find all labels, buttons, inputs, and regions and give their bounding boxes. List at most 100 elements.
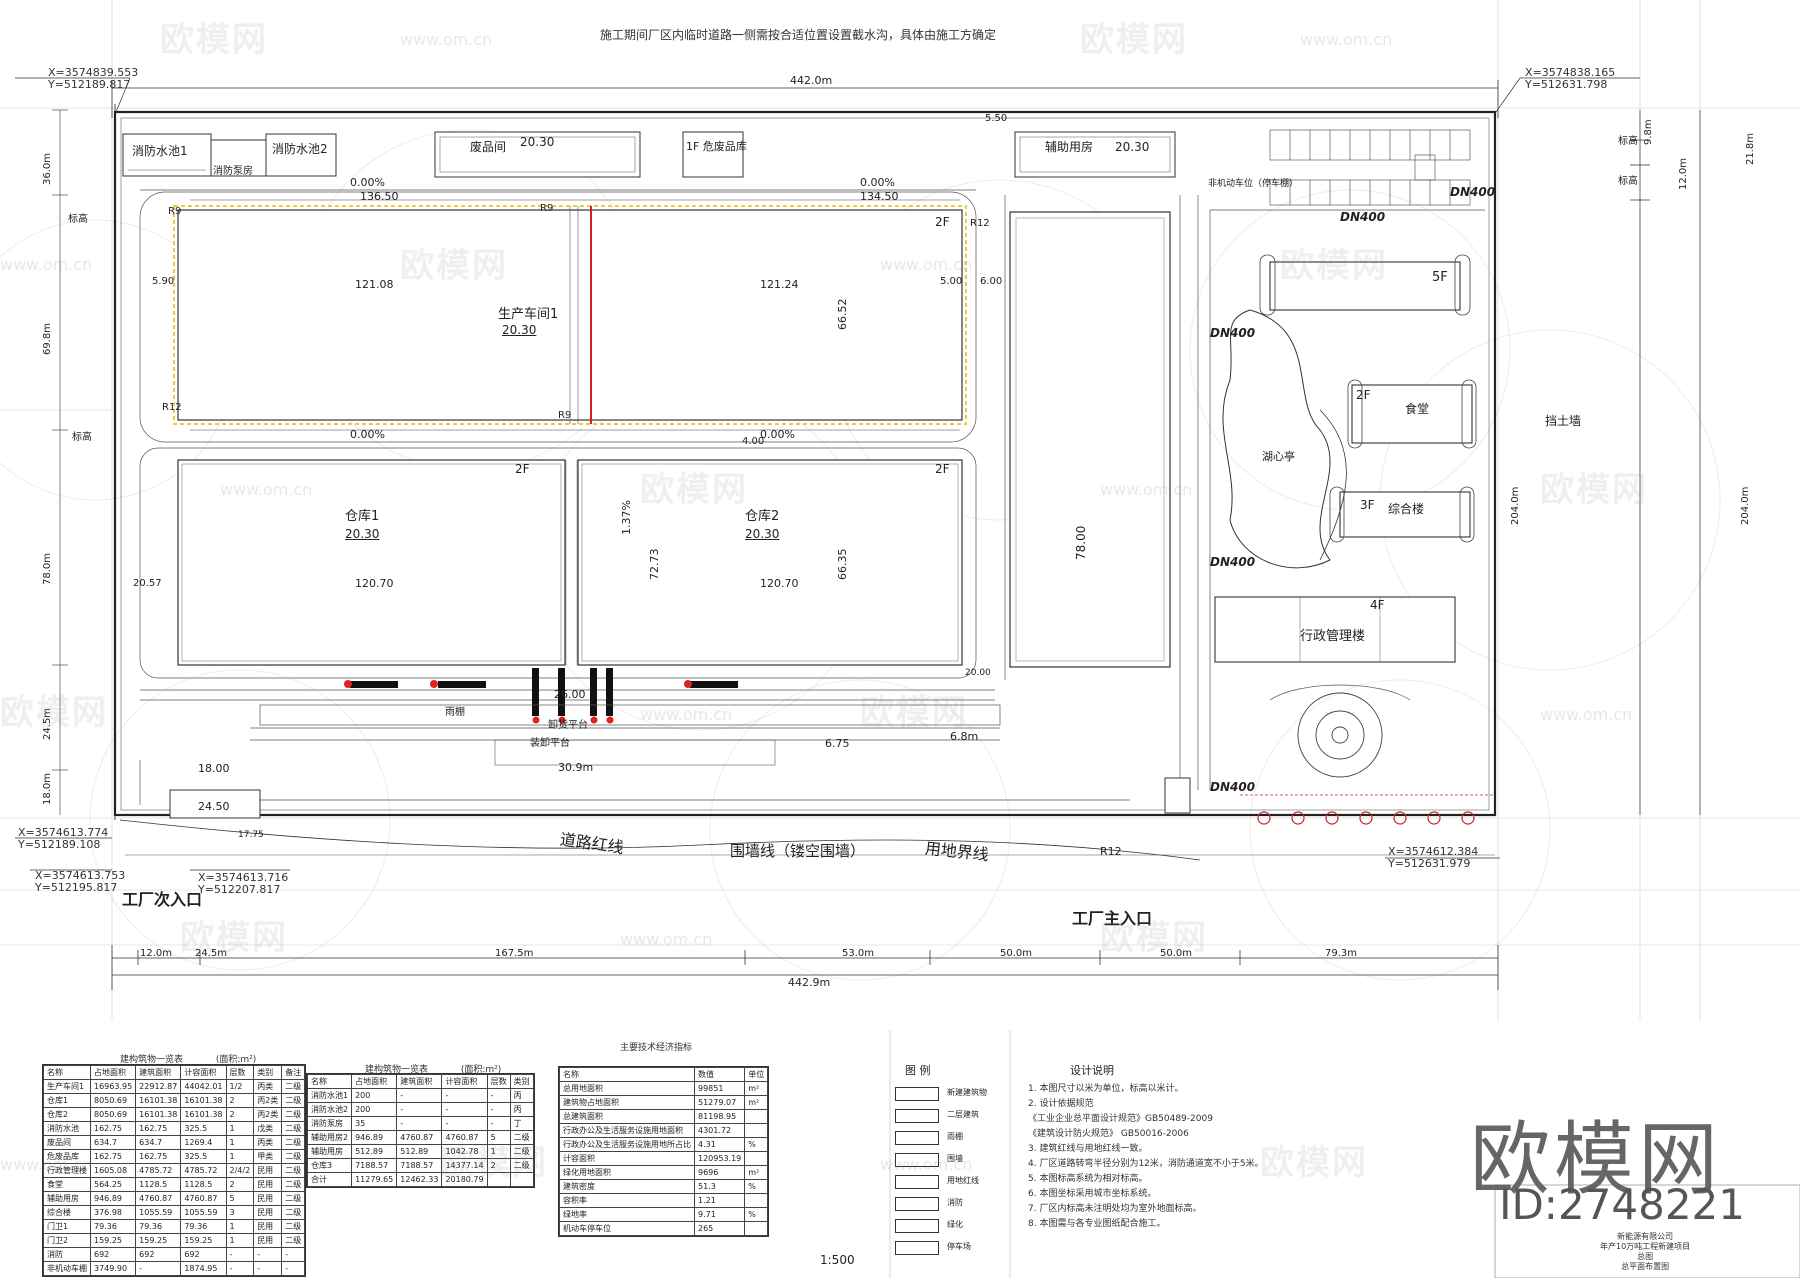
table-cell: - — [441, 1102, 488, 1117]
table-cell: 3749.90 — [89, 1261, 137, 1276]
hazard-store-label: 1F 危废品库 — [686, 140, 747, 153]
table-cell: 4785.72 — [180, 1163, 227, 1178]
table-cell: 二级 — [281, 1219, 306, 1234]
table-cell: 二级 — [281, 1191, 306, 1206]
legend-label: 围墙 — [947, 1154, 963, 1163]
table-cell: 692 — [180, 1247, 227, 1262]
coord-y: Y=512631.798 — [1525, 78, 1608, 91]
table-cell — [744, 1123, 769, 1138]
table-cell: 二级 — [281, 1205, 306, 1220]
table-cell: 1055.59 — [135, 1205, 182, 1220]
legend-swatch — [895, 1219, 939, 1233]
table-cell: 民用 — [253, 1177, 283, 1192]
table1-title-text: 建构筑物一览表 — [120, 1055, 184, 1065]
table-cell: - — [281, 1247, 306, 1262]
note-line: 《工业企业总平面设计规范》GB50489-2009 — [1028, 1114, 1213, 1124]
lake-label: 湖心亭 — [1262, 450, 1295, 463]
table-cell: 9696 — [693, 1165, 746, 1180]
admin-label: 行政管理楼 — [1300, 629, 1366, 644]
watermark-url-2: www.om.cn — [1300, 30, 1393, 49]
table-cell — [744, 1193, 769, 1208]
table-cell: 二级 — [281, 1107, 306, 1122]
waste-room-level: 20.30 — [520, 135, 555, 149]
warehouse-1-level: 20.30 — [345, 527, 380, 541]
table-cell: 机动车停车位 — [559, 1221, 695, 1236]
legend-swatch — [895, 1175, 939, 1189]
brand-logo: 欧模网 — [1470, 1113, 1722, 1206]
table-cell: 二级 — [281, 1163, 306, 1178]
coord-bottom-left-3: X=3574613.716 Y=512207.817 — [198, 872, 288, 896]
table-cell: 类别 — [509, 1074, 534, 1089]
radius-r12-c: R12 — [1100, 845, 1122, 858]
dim-120-70-a: 120.70 — [355, 577, 394, 590]
table-cell: 二级 — [281, 1079, 306, 1094]
dim-17-75: 17.75 — [238, 830, 264, 840]
table-cell: 二级 — [281, 1233, 306, 1248]
table-cell: 11279.65 — [351, 1172, 398, 1187]
dim-right-3: 21.8m — [1745, 132, 1756, 165]
legend-label: 绿化 — [947, 1220, 963, 1229]
table-cell: 仓库2 — [43, 1107, 91, 1122]
radius-r9-a: R9 — [168, 206, 182, 217]
dim-bottom-6: 50.0m — [1160, 948, 1193, 959]
legend-item: 新建建筑物 — [895, 1085, 1005, 1103]
title-block-line: 总平面布置图 — [1621, 1262, 1670, 1271]
waste-room-label: 废品间 — [470, 140, 507, 154]
dim-right-2: 12.0m — [1678, 157, 1689, 190]
table-cell: 戊类 — [253, 1121, 283, 1136]
table-cell: - — [225, 1247, 255, 1262]
table-cell: - — [396, 1102, 443, 1117]
table-cell: 名称 — [559, 1067, 695, 1082]
table-cell: 1 — [225, 1149, 255, 1164]
table-cell: 废品间 — [43, 1135, 91, 1150]
table-cell: 行政办公及生活服务设施用地所占比 — [559, 1137, 695, 1152]
watermark-4: 欧模网 — [1280, 246, 1388, 286]
dn-label-5: DN400 — [1210, 780, 1256, 794]
dim-bottom-4: 53.0m — [842, 948, 875, 959]
table-cell: 946.89 — [351, 1130, 398, 1145]
dim-right-4: 204.0m — [1510, 486, 1521, 525]
table-cell: 二级 — [281, 1093, 306, 1108]
dim-left-5: 18.0m — [42, 772, 53, 805]
table-cell: 1874.95 — [180, 1261, 227, 1276]
dim-5-00: 5.00 — [940, 276, 963, 287]
building-5f-tag: 5F — [1432, 270, 1448, 285]
table-header-row: 名称占地面积建筑面积计容面积层数类别备注 — [43, 1065, 306, 1080]
table-cell: 门卫2 — [43, 1233, 91, 1248]
table-cell: 名称 — [306, 1074, 353, 1089]
table-cell: 1605.08 — [89, 1163, 137, 1178]
table-cell: 类别 — [253, 1065, 283, 1080]
legend-item: 雨棚 — [895, 1129, 1005, 1147]
table-cell: 325.5 — [180, 1121, 227, 1136]
table-cell: 计容面积 — [559, 1151, 695, 1166]
table-cell: 数值 — [693, 1067, 746, 1082]
header-note: 施工期间厂区内临时道路一侧需按合适位置设置截水沟，具体由施工方确定 — [600, 28, 997, 42]
table-cell: 二级 — [281, 1177, 306, 1192]
table-cell: 12462.33 — [396, 1172, 443, 1187]
legend-swatch — [895, 1131, 939, 1145]
coord-x: X=3574613.716 — [198, 871, 289, 884]
table-cell: 仓库1 — [43, 1093, 91, 1108]
legend-item: 围墙 — [895, 1151, 1005, 1169]
table-cell: 634.7 — [135, 1135, 182, 1150]
legend-label: 消防 — [947, 1198, 963, 1207]
table-cell: 51279.07 — [693, 1095, 746, 1110]
table-cell: - — [486, 1102, 511, 1117]
dim-78: 78.00 — [1074, 525, 1088, 560]
table-cell: 512.89 — [351, 1144, 398, 1159]
workshop-label: 生产车间1 — [498, 307, 559, 322]
watermark-url-3: www.om.cn — [0, 255, 93, 274]
table-cell: 512.89 — [396, 1144, 443, 1159]
dim-top: 442.0m — [790, 74, 833, 87]
warehouse-2-label: 仓库2 — [745, 509, 780, 524]
